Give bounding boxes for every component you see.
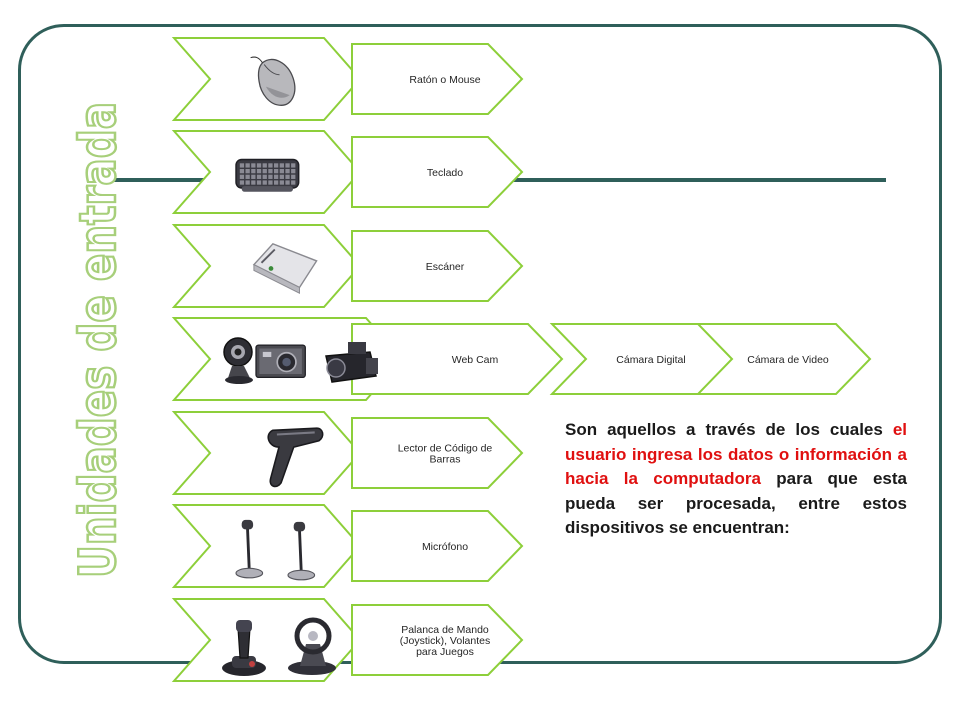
device-label-2-line-1: Teclado: [427, 167, 463, 179]
device-row-5-icon-chevron: [171, 411, 362, 495]
device-label-7-line-1: Palanca de Mando: [401, 624, 489, 636]
digital-camera-icon: [255, 344, 306, 379]
description-text-1: Son aquellos a través de los cuales: [565, 420, 893, 439]
device-label-1-line-1: Ratón o Mouse: [409, 74, 480, 86]
device-row-4-label-chevron-3: [695, 323, 872, 395]
device-row-2-label-chevron: [351, 136, 524, 208]
video-camera-icon: [325, 342, 378, 383]
microphone-icon: [235, 519, 264, 579]
device-label-5-line-1: Lector de Código de: [398, 443, 493, 455]
device-row-4-label-chevron-1: [351, 323, 564, 395]
microphone-icon: [287, 521, 316, 581]
description-text-2: para que esta pueda ser procesada, entre…: [565, 469, 907, 537]
device-label-3-line-1: Escáner: [426, 261, 465, 273]
device-label-7-line-2: (Joystick), Volantes: [400, 635, 490, 647]
device-row-6-icon-chevron: [171, 504, 362, 588]
description-paragraph: Son aquellos a través de los cuales el u…: [565, 418, 907, 541]
mouse-icon: [250, 56, 296, 106]
device-row-7-label-chevron: [351, 604, 524, 676]
device-label-4-2: Cámara Digital: [616, 354, 685, 366]
device-label-4-3: Cámara de Video: [747, 354, 829, 366]
device-label-7-line-3: para Juegos: [416, 646, 474, 658]
webcam-icon: [223, 337, 253, 384]
barcode-scanner-icon: [267, 427, 324, 488]
steering-wheel-icon: [288, 617, 336, 675]
keyboard-icon: [235, 158, 300, 192]
joystick-icon: [222, 620, 266, 676]
scanner-icon: [252, 242, 318, 294]
device-row-6-label-chevron: [351, 510, 524, 582]
device-label-6-line-1: Micrófono: [422, 541, 468, 553]
description-highlight: el usuario ingresa los datos o informaci…: [565, 420, 907, 488]
device-row-3-label-chevron: [351, 230, 524, 302]
device-label-4-1: Web Cam: [452, 354, 499, 366]
device-row-1-label-chevron: [351, 43, 524, 115]
device-row-5-label-chevron: [351, 417, 524, 489]
device-label-5-line-2: Barras: [430, 454, 461, 466]
